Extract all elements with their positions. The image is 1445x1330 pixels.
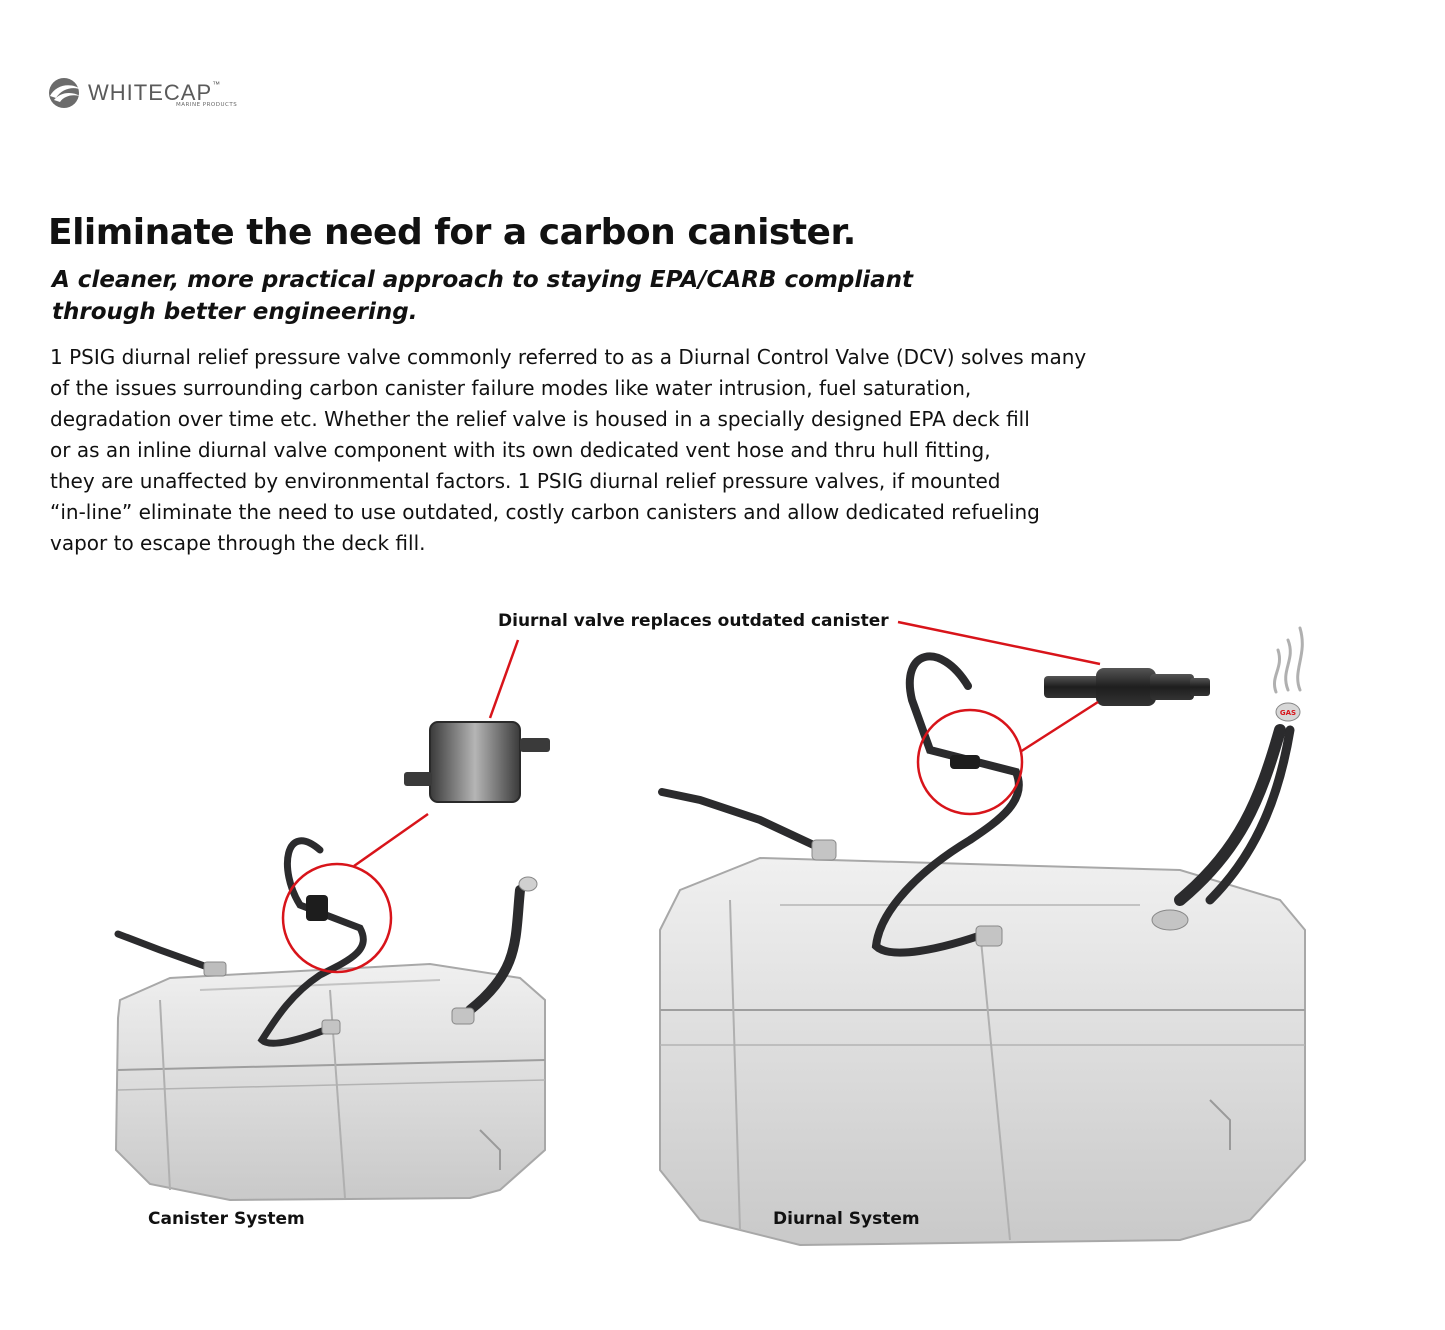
gas-cap-label: GAS bbox=[1280, 709, 1296, 717]
page-subtitle: A cleaner, more practical approach to st… bbox=[52, 267, 913, 325]
page-title: Eliminate the need for a carbon canister… bbox=[48, 212, 856, 253]
brand-name: WHITECAP™ bbox=[88, 80, 222, 105]
diurnal-system-hoses: GAS bbox=[658, 652, 1301, 957]
gas-fill-cap bbox=[1275, 702, 1301, 722]
diurnal-callout bbox=[897, 620, 1101, 816]
carbon-canister bbox=[404, 721, 550, 803]
diurnal-system-caption: Diurnal System bbox=[773, 1209, 920, 1229]
canister-system-caption: Canister System bbox=[148, 1209, 305, 1229]
canister-system-tank bbox=[114, 962, 546, 1202]
brand-tagline: MARINE PRODUCTS bbox=[176, 102, 238, 108]
vapor-wisps bbox=[1273, 626, 1304, 694]
wave-logo-icon bbox=[49, 78, 82, 108]
canister-callout bbox=[281, 639, 520, 974]
callout-label: Diurnal valve replaces outdated canister bbox=[498, 611, 889, 631]
diurnal-system-tank bbox=[659, 856, 1306, 1247]
diurnal-valve bbox=[1044, 668, 1210, 706]
body-paragraph: 1 PSIG diurnal relief pressure valve com… bbox=[50, 345, 1087, 555]
whitecap-logo: WHITECAP™ MARINE PRODUCTS bbox=[46, 76, 276, 116]
